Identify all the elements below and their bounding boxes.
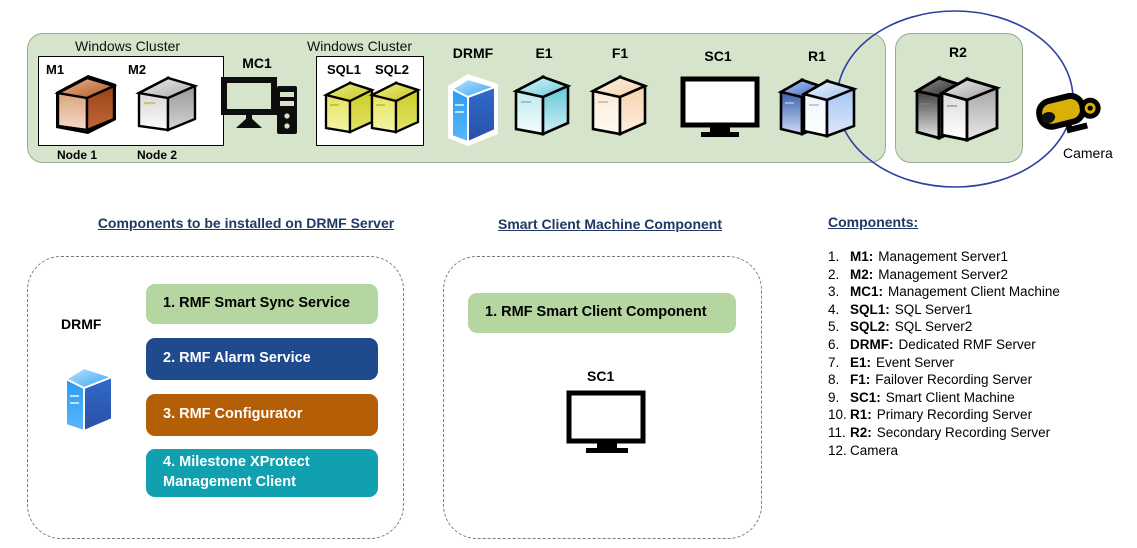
smartclient-component-1[interactable]: 1. RMF Smart Client Component [468, 293, 736, 333]
smartclient-panel-title: Smart Client Machine Component [497, 216, 723, 232]
drmf-server-icon [448, 74, 499, 146]
legend-item-description: Camera [850, 442, 899, 458]
m1-server-icon [54, 75, 118, 134]
legend-item-description: Primary Recording Server [876, 407, 1033, 423]
legend-item-code: MC1: [850, 284, 883, 300]
drmf-component-2-label: 2. RMF Alarm Service [163, 350, 311, 367]
drmf-topology-label: DRMF [452, 45, 494, 61]
legend-item-number: 8. [828, 372, 840, 388]
legend-item: 6. DRMF:Dedicated RMF Server [828, 336, 1128, 354]
legend-item-number: 11. [828, 424, 846, 440]
r1-server-icon [777, 77, 858, 138]
m1-label: M1 [46, 62, 65, 77]
legend-item-code: R2: [850, 424, 872, 440]
sc1-monitor-icon [680, 76, 760, 137]
drmf-component-4[interactable]: 4. Milestone XProtect Management Client [146, 449, 378, 497]
mc1-desktop-icon [221, 77, 297, 134]
m2-server-icon [135, 76, 199, 132]
legend-item-code: SQL2: [850, 319, 890, 335]
node1-label: Node 1 [57, 148, 98, 162]
legend-item-number: 3. [828, 284, 840, 300]
legend-item: 12.Camera [828, 442, 1128, 460]
cluster1-title: Windows Cluster [75, 38, 181, 54]
drmf-component-3[interactable]: 3. RMF Configurator [146, 394, 378, 436]
legend-item-description: Management Server1 [878, 249, 1009, 264]
legend-item-description: Smart Client Machine [885, 389, 1015, 405]
legend-item-number: 5. [828, 319, 840, 335]
legend-item-code: SC1: [850, 389, 881, 405]
legend-list: 1. M1: Management Server1 2. M2:Management S… [828, 248, 1128, 459]
legend-item-description: Dedicated RMF Server [898, 336, 1036, 352]
legend-item-description: Management Server2 [878, 266, 1009, 282]
drmf-component-1[interactable]: 1. RMF Smart Sync Service [146, 284, 378, 324]
camera-icon [1036, 92, 1101, 134]
m2-label: M2 [128, 62, 147, 77]
legend-item-description: Event Server [876, 354, 955, 370]
drmf-panel-server-icon [63, 366, 115, 433]
legend-item: 5. SQL2:SQL Server2 [828, 318, 1128, 336]
legend-item-description: Failover Recording Server [875, 372, 1033, 388]
sql2-label: SQL2 [375, 62, 409, 77]
drmf-component-4-label: 4. Milestone XProtect Management Client [163, 454, 310, 490]
legend-item-number: 9. [828, 389, 840, 405]
sql1-label: SQL1 [327, 62, 361, 77]
legend-item: 11.R2:Secondary Recording Server [828, 424, 1128, 442]
legend-item-description: Secondary Recording Server [876, 424, 1051, 440]
smartclient-component-1-label: 1. RMF Smart Client Component [485, 304, 707, 321]
legend-item-number: 7. [828, 354, 840, 370]
legend-item-code: F1: [850, 372, 871, 388]
legend-item: 10.R1:Primary Recording Server [828, 406, 1128, 424]
legend-item-code: SQL1: [850, 301, 890, 317]
legend-item-number: 12. [828, 442, 847, 458]
drmf-panel-title: Components to be installed on DRMF Serve… [97, 215, 395, 231]
drmf-component-3-label: 3. RMF Configurator [163, 406, 303, 423]
legend-item: 9. SC1:Smart Client Machine [828, 389, 1128, 407]
legend-item: 1. M1: Management Server1 [828, 248, 1128, 266]
legend-item-code: R1: [850, 407, 872, 423]
drmf-panel-server-label: DRMF [61, 316, 102, 332]
legend-item: 3. MC1: Management Client Machine [828, 283, 1128, 301]
smartclient-machine-label: SC1 [587, 368, 615, 384]
r2-server-icon [913, 75, 1002, 143]
camera-label: Camera [1063, 145, 1113, 161]
legend-item-code: DRMF: [850, 336, 894, 352]
e1-server-icon [512, 74, 572, 136]
legend-item: 7. E1:Event Server [828, 354, 1128, 372]
drmf-component-2[interactable]: 2. RMF Alarm Service [146, 338, 378, 380]
smartclient-monitor-icon [566, 390, 646, 453]
legend-item: 4. SQL1:SQL Server1 [828, 301, 1128, 319]
legend-item-code: M1: [850, 249, 874, 264]
e1-label: E1 [535, 45, 553, 61]
legend-item-code: E1: [850, 354, 872, 370]
legend-item-number: 1. [828, 249, 840, 264]
legend-item-number: 6. [828, 336, 840, 352]
r2-label: R2 [949, 44, 967, 60]
legend-item-code: M2: [850, 266, 874, 282]
mc1-label: MC1 [242, 55, 272, 71]
legend-item: 2. M2:Management Server2 [828, 266, 1128, 284]
legend-item-number: 10. [828, 407, 847, 423]
f1-label: F1 [611, 45, 629, 61]
sql2-server-icon [368, 81, 422, 134]
legend-item-description: SQL Server2 [894, 319, 973, 335]
legend-item-description: Management Client Machine [888, 284, 1060, 300]
legend-item-number: 2. [828, 266, 840, 282]
node2-label: Node 2 [137, 148, 178, 162]
r1-label: R1 [808, 48, 826, 64]
legend-title: Components: [828, 214, 919, 230]
f1-server-icon [589, 74, 649, 136]
legend-item-number: 4. [828, 301, 840, 317]
drmf-component-1-label: 1. RMF Smart Sync Service [163, 295, 350, 312]
legend-item-description: SQL Server1 [894, 301, 973, 317]
cluster2-title: Windows Cluster [307, 38, 413, 54]
legend-item: 8. F1:Failover Recording Server [828, 371, 1128, 389]
sc1-topology-label: SC1 [704, 48, 732, 64]
